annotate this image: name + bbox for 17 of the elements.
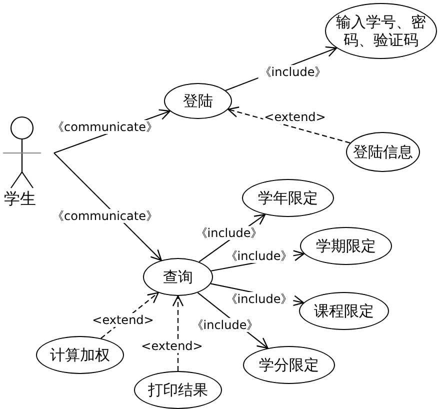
use-case-ellipse: 登陆 [164, 83, 232, 119]
arrow [54, 152, 162, 261]
use-case-ellipse: 学年限定 [242, 179, 334, 217]
use-case-ellipse: 学期限定 [300, 227, 392, 265]
use-case-ellipse: 计算加权 [36, 336, 124, 374]
use-case-ellipse: 登陆信息 [346, 132, 420, 172]
dashed-arrow [228, 106, 350, 144]
use-case-ellipse: 课程限定 [299, 292, 389, 330]
dashed-arrow [172, 295, 184, 371]
edge-label: <extend> [91, 313, 155, 327]
use-case-ellipse: 查询 [143, 258, 213, 296]
use-case-ellipse: 学分限定 [243, 346, 335, 384]
use-case-ellipse: 打印结果 [134, 371, 222, 409]
edge-label: <extend> [140, 339, 204, 353]
use-case-ellipse: 输入学号、密码、验证码 [325, 3, 437, 59]
actor-label: 学生 [4, 190, 36, 208]
edge-label: <extend> [263, 110, 327, 124]
